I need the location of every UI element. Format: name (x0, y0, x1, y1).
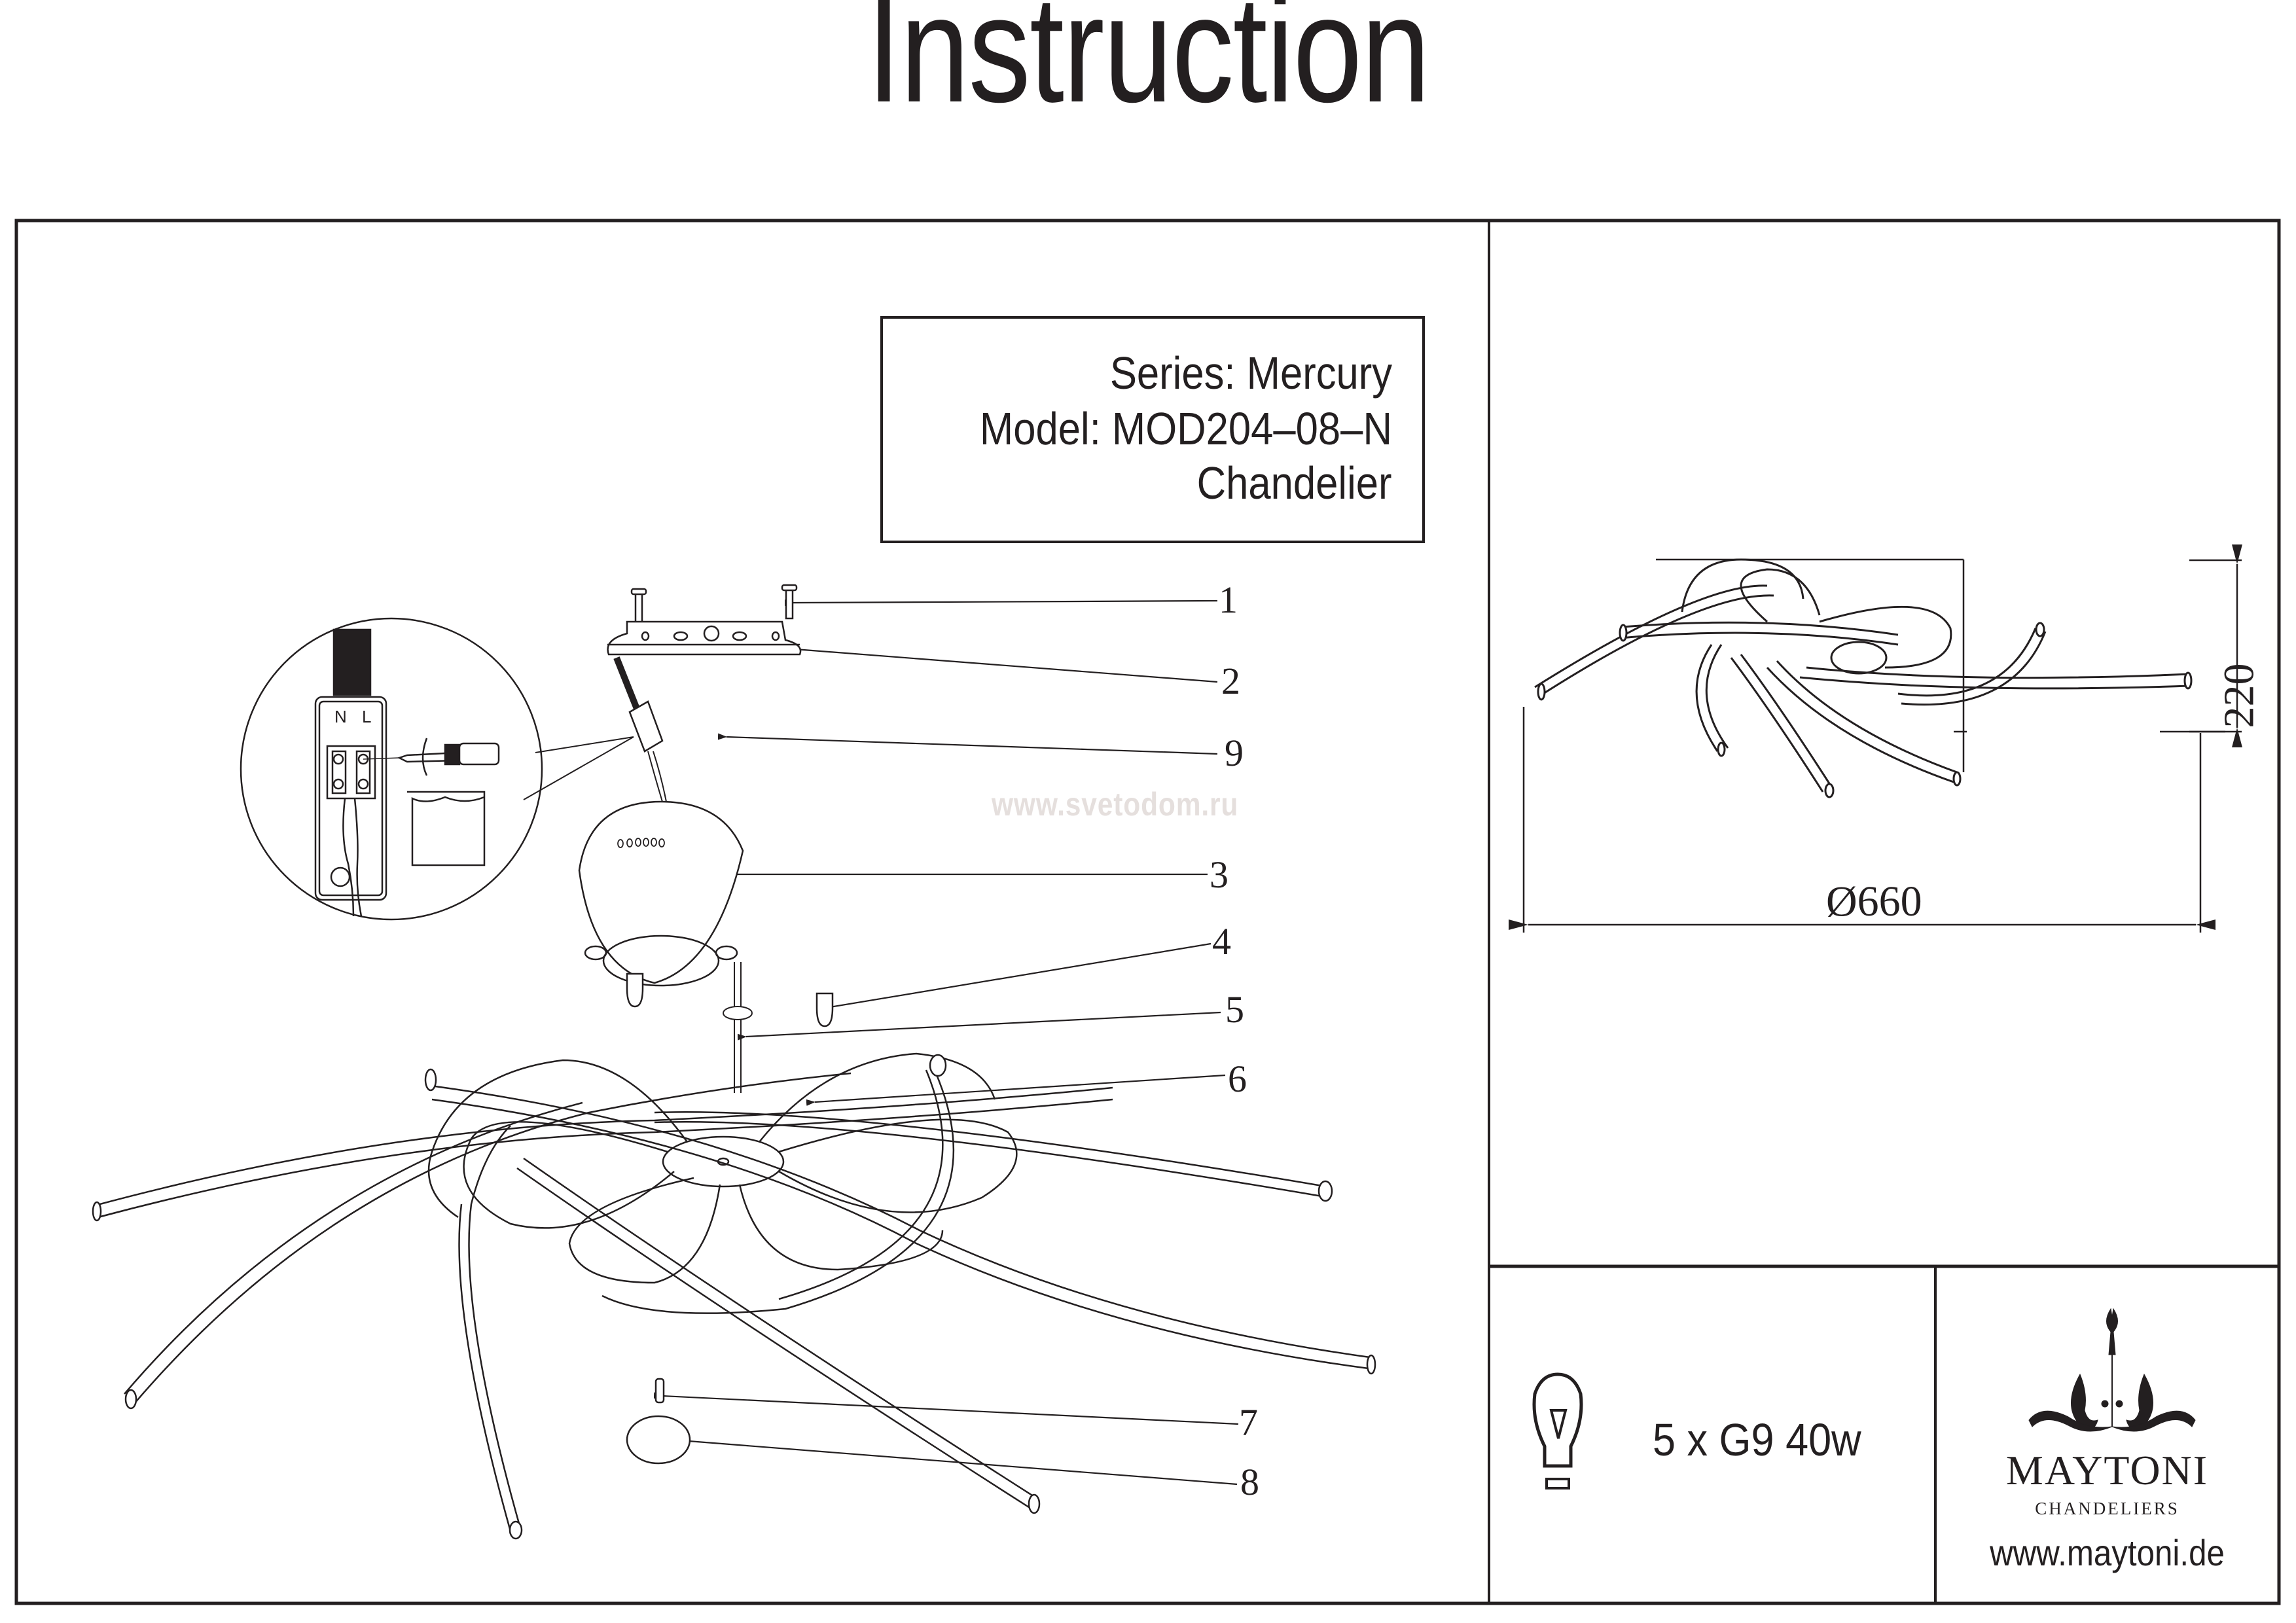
part-number-9: 9 (1225, 732, 1244, 774)
part-leaders (653, 599, 1239, 1486)
cover-cap (626, 1415, 691, 1465)
series-label: Series: Mercury (1109, 348, 1392, 399)
part-number-6: 6 (1228, 1058, 1247, 1100)
leader-7 (653, 1392, 1239, 1425)
model-label: Model: MOD204–08–N (979, 403, 1392, 454)
threaded-rod (655, 1378, 665, 1404)
screws (630, 584, 798, 624)
arm-frame (92, 1052, 1376, 1540)
document-title: Instruction (867, 0, 1430, 134)
height-dimension-label: 220 (2215, 663, 2263, 728)
leader-2 (786, 645, 1218, 683)
decorative-nuts (626, 972, 834, 1027)
leader-9 (717, 733, 1218, 755)
diameter-dimension-label: Ø660 (1826, 878, 1922, 925)
brand-subtitle: CHANDELIERS (2035, 1499, 2179, 1518)
chandelier-logo-icon (2028, 1308, 2196, 1432)
part-number-8: 8 (1240, 1461, 1259, 1503)
terminal-block (523, 656, 667, 802)
leader-1 (784, 599, 1218, 607)
leader-6 (806, 1074, 1226, 1106)
product-type-label: Chandelier (1197, 457, 1392, 508)
part-number-1: 1 (1219, 579, 1238, 621)
product-info-box (880, 316, 1425, 543)
sheet-frame (14, 219, 2281, 1605)
part-number-7: 7 (1239, 1401, 1258, 1444)
part-number-2: 2 (1221, 660, 1240, 702)
wiring-detail (240, 617, 543, 921)
product-info: Series: Mercury Model: MOD204–08–N Chand… (882, 317, 1392, 542)
outer-border (14, 219, 2281, 1605)
lamp-spec-label: 5 x G9 40w (1653, 1414, 1861, 1465)
terminal-label-l: L (362, 707, 371, 726)
brand-website-link[interactable]: www.maytoni.de (1990, 1532, 2225, 1573)
canopy (578, 800, 744, 987)
leader-4 (817, 942, 1211, 1013)
brand-name: MAYTONI (2005, 1447, 2209, 1493)
light-bulb-icon (1532, 1372, 1583, 1489)
wire-bundle (723, 962, 753, 1093)
leader-5 (737, 1011, 1221, 1041)
part-number-4: 4 (1212, 920, 1231, 963)
part-number-5: 5 (1225, 988, 1244, 1031)
terminal-label-n: N (334, 707, 347, 726)
leader-8 (679, 1436, 1238, 1486)
mounting-bracket (607, 620, 802, 656)
watermark-text: www.svetodom.ru (992, 786, 1239, 823)
part-number-3: 3 (1210, 853, 1229, 896)
dimension-drawing (1509, 544, 2242, 933)
